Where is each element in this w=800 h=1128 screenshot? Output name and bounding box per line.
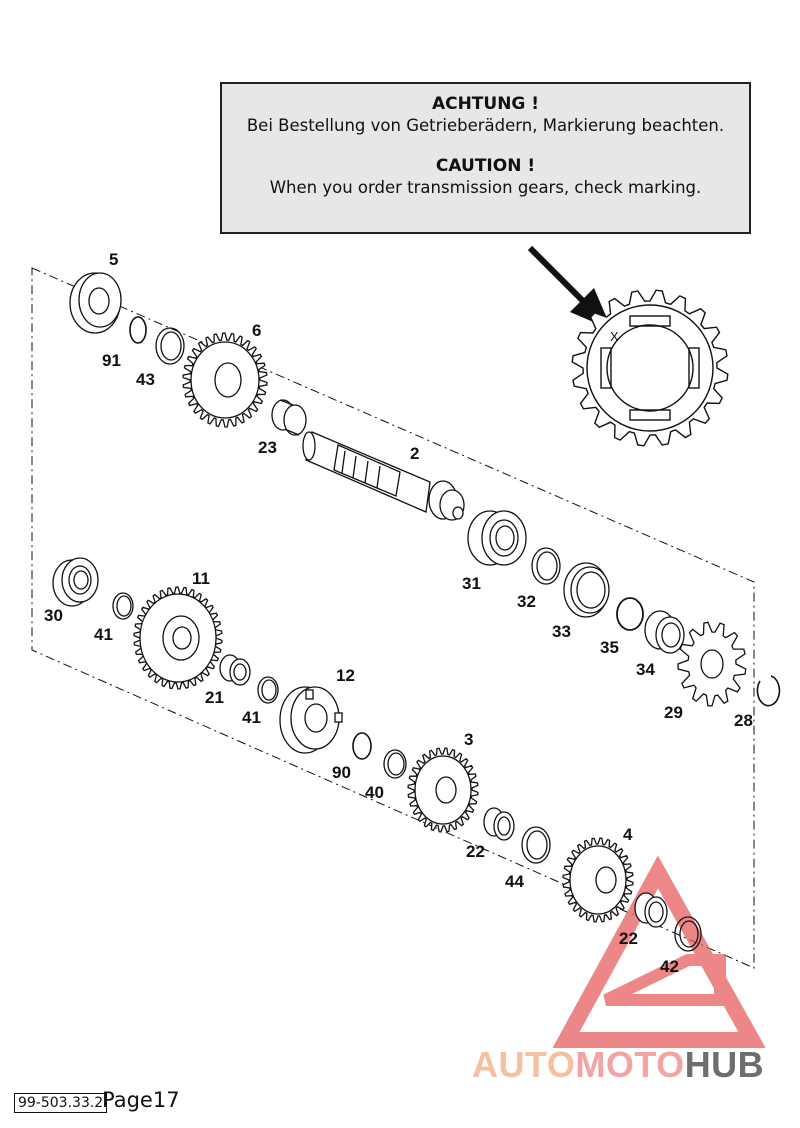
label-4: 4 xyxy=(623,825,633,844)
document-number: 99-503.33.2 xyxy=(14,1093,108,1113)
label-28: 28 xyxy=(734,711,753,730)
label-31: 31 xyxy=(462,574,481,593)
label-3: 3 xyxy=(464,730,473,749)
notice-de-title: ACHTUNG ! xyxy=(431,94,540,114)
label-91: 91 xyxy=(102,351,121,370)
marking-x: X xyxy=(610,329,619,344)
bearing-30 xyxy=(52,557,99,607)
label-44: 44 xyxy=(505,872,524,891)
label-32: 32 xyxy=(517,592,536,611)
gear-11 xyxy=(133,586,223,690)
bushing-22b xyxy=(634,892,668,928)
label-11: 11 xyxy=(192,569,210,588)
page-footer: 99-503.33.2 Page17 xyxy=(14,1088,180,1113)
label-40: 40 xyxy=(365,783,384,802)
label-43: 43 xyxy=(136,370,155,389)
label-22b: 22 xyxy=(619,929,638,948)
notice-en-text: When you order transmission gears, check… xyxy=(269,178,702,197)
label-12: 12 xyxy=(336,666,355,685)
label-23: 23 xyxy=(258,438,277,457)
gear-6 xyxy=(182,332,268,428)
sprocket-29 xyxy=(677,621,747,707)
gear-4 xyxy=(562,837,634,923)
seal-33 xyxy=(563,562,610,618)
bushing-21 xyxy=(219,654,251,686)
washer-32 xyxy=(531,547,561,585)
page-number: Page17 xyxy=(102,1088,180,1112)
o-ring-35 xyxy=(616,597,644,631)
watermark-logo: AUTOMOTOHUB xyxy=(472,1044,764,1086)
washer-40 xyxy=(383,749,407,779)
gear-12 xyxy=(279,686,343,754)
watermark-text-1: AUTO xyxy=(472,1044,576,1085)
bushing-22a xyxy=(483,807,515,841)
watermark-triangle xyxy=(552,855,766,1048)
detail-gear-marking xyxy=(571,289,729,447)
gear-3 xyxy=(407,747,479,833)
label-2: 2 xyxy=(410,444,419,463)
main-shaft-2 xyxy=(302,431,465,521)
bushing-34 xyxy=(644,610,685,654)
watermark-text-3: HUB xyxy=(684,1044,765,1085)
label-22a: 22 xyxy=(466,842,485,861)
label-29: 29 xyxy=(664,703,683,722)
label-6: 6 xyxy=(252,321,261,340)
bearing-31 xyxy=(467,510,527,566)
label-34: 34 xyxy=(636,660,655,679)
label-30: 30 xyxy=(44,606,63,625)
washer-41b xyxy=(257,676,279,704)
notice-de-text: Bei Bestellung von Getrieberädern, Marki… xyxy=(246,116,725,135)
caution-notice-box: ACHTUNG ! Bei Bestellung von Getrieberäd… xyxy=(220,82,751,234)
label-5: 5 xyxy=(109,250,118,269)
washer-43 xyxy=(155,327,185,365)
watermark-text-2: MOTO xyxy=(575,1044,685,1085)
label-33: 33 xyxy=(552,622,571,641)
gear-5 xyxy=(69,272,122,334)
washer-44 xyxy=(521,826,551,864)
circlip-91 xyxy=(129,316,147,344)
label-35: 35 xyxy=(600,638,619,657)
washer-41a xyxy=(112,592,134,620)
washer-42 xyxy=(674,916,702,952)
label-41b: 41 xyxy=(242,708,261,727)
notice-en-title: CAUTION ! xyxy=(435,156,536,176)
label-42: 42 xyxy=(660,957,679,976)
assembly-outline xyxy=(31,267,755,969)
label-90: 90 xyxy=(332,763,351,782)
label-21: 21 xyxy=(205,688,224,707)
circlip-28 xyxy=(756,675,781,707)
label-41a: 41 xyxy=(94,625,113,644)
circlip-90 xyxy=(352,732,372,760)
needle-bearing-23 xyxy=(271,399,307,436)
